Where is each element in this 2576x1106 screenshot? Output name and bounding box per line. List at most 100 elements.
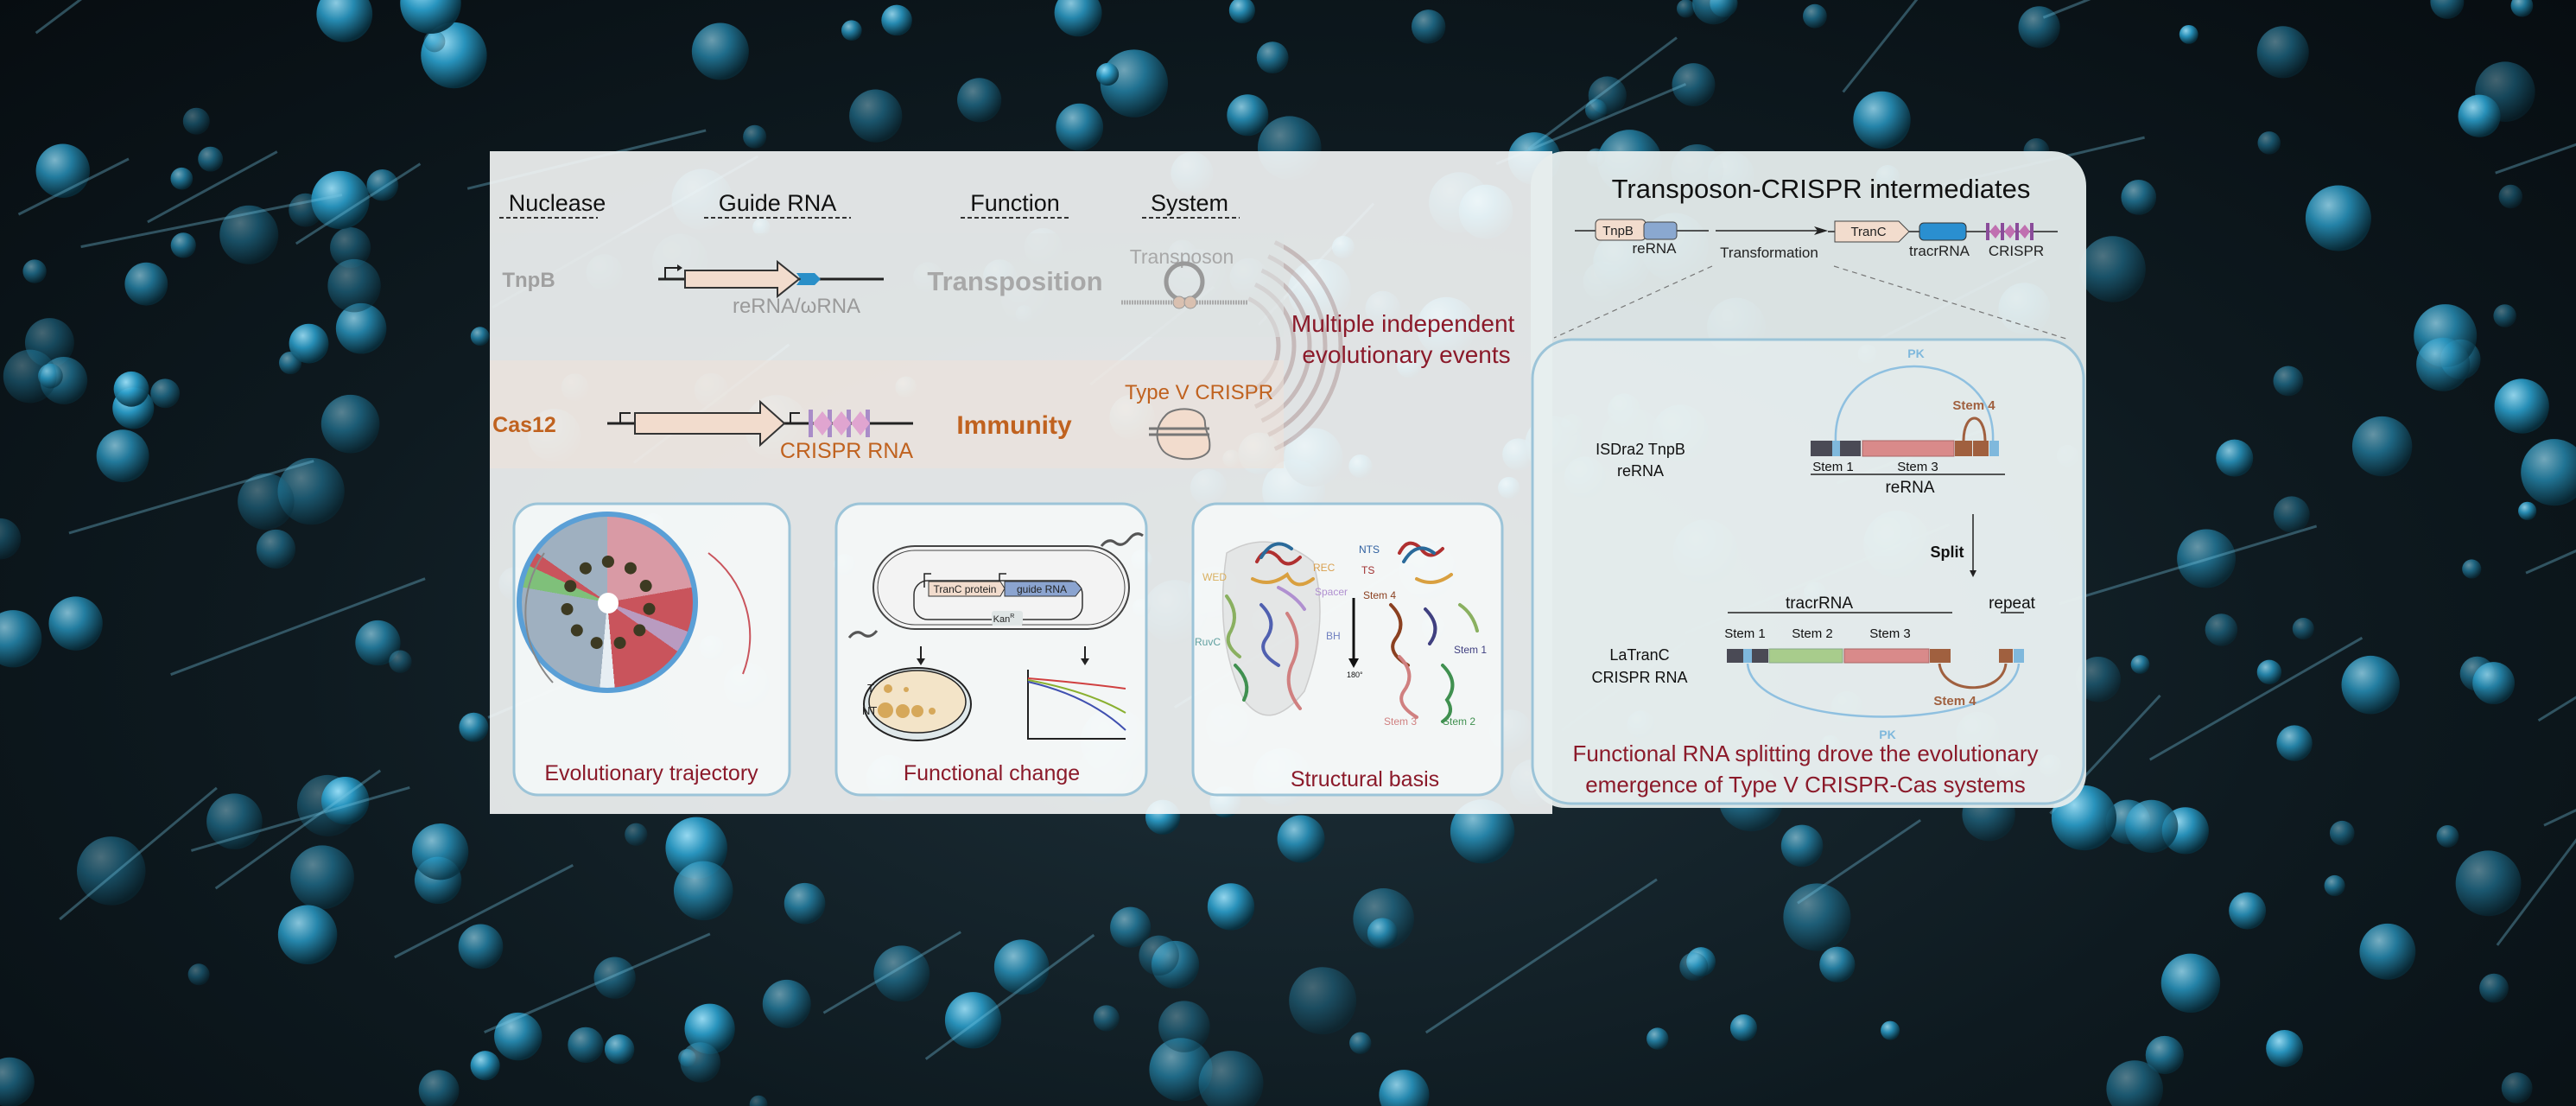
dna-bead [2416,337,2471,391]
dna-bead [1054,0,1102,37]
card-label: Structural basis [1291,767,1439,791]
dna-bead [330,227,371,269]
dna-bead [2179,24,2198,44]
plasmid-marker-label: KanR [993,613,1015,625]
evolution-arc [1267,254,1328,437]
dna-bead [2177,529,2237,588]
dna-bead [411,823,469,880]
row-tnpb-guide-rna: reRNA/ωRNA [733,295,860,318]
card-evolutionary-trajectory: Evolutionary trajectory [512,502,791,797]
transformation-arrow-icon [1716,226,1828,235]
evolution-arc [1273,240,1343,451]
label-bh: BH [1326,630,1341,642]
dna-bead [2455,850,2522,917]
dna-bead [219,205,279,264]
dna-strand [17,157,130,216]
dna-bead [2257,131,2281,155]
dna-bead [2256,659,2282,685]
bottom-repeat-label: repeat [1989,594,2036,613]
label-rec: REC [1313,562,1336,574]
dna-bead [1411,10,1446,44]
dna-bead [957,78,1002,123]
dna-bead [2216,439,2254,477]
label-ts: TS [1361,564,1374,576]
locus-tnpb-label: TnpB [1602,224,1634,238]
dna-bead [944,992,1002,1049]
label-stem2: Stem 2 [1443,715,1475,728]
dna-bead [625,823,648,846]
dna-bead [35,143,90,198]
dna-bead [170,167,194,190]
dna-bead [1676,0,1696,18]
dna-bead [1379,1070,1430,1106]
dna-bead [1093,1005,1120,1032]
dna-bead [289,323,329,364]
tnpb-locus-icon [1575,219,1709,241]
cas12-row-band [490,360,1284,468]
dna-bead [0,610,42,668]
dna-bead [320,776,370,825]
plasmid-guide-label: guide RNA [1017,583,1067,595]
header-guide-rna: Guide RNA [719,190,837,216]
dna-bead [1729,1014,1758,1042]
row-cas12-nuclease: Cas12 [492,413,556,437]
label-stem1: Stem 1 [1454,644,1487,656]
label-nts: NTS [1359,543,1380,556]
dna-bead [2106,1060,2163,1106]
dna-bead [841,20,862,41]
dna-bead [418,1070,460,1106]
dna-bead [684,1003,735,1054]
dna-bead [2501,1072,2533,1104]
split-label: Split [1931,543,1964,561]
dna-strand [147,150,278,224]
row-tnpb-function: Transposition [927,266,1102,296]
dna-bead [0,518,22,560]
dna-strand [1495,82,1687,166]
dna-bead [2521,439,2576,506]
dna-bead [593,957,636,999]
intermediates-title: Transposon-CRISPR intermediates [1612,174,2031,204]
dna-bead [256,529,296,569]
dna-bead [77,836,146,906]
dna-strand [190,785,410,852]
dna-bead [335,302,387,354]
dna-strand [2496,838,2576,946]
dna-bead [2479,973,2509,1003]
plate-nontarget-label: NT [862,704,877,717]
dna-bead [1110,906,1152,948]
dna-bead [1198,1051,1264,1106]
dna-bead [1672,63,1716,106]
events-line-1: Multiple independent [1291,310,1515,337]
rna-comparison-box [1531,338,2085,805]
plate-target-label: T [867,682,874,695]
dna-bead [680,1042,721,1083]
header-system: System [1151,190,1228,216]
dna-bead [2145,1035,2184,1075]
rotation-arrow-icon [1348,598,1359,668]
dna-strand [1842,0,1919,93]
events-line-2: evolutionary events [1302,341,1510,368]
dna-bead [124,262,168,306]
dna-bead [604,1034,635,1065]
top-pk-label: PK [1907,346,1924,360]
dna-bead [1289,967,1357,1035]
dna-bead [2494,378,2549,434]
dna-bead [2430,0,2465,19]
dna-bead [2130,655,2150,674]
dna-bead [1207,883,1255,931]
dna-bead [206,793,263,849]
dna-bead [1646,1027,1669,1050]
crispr-rna-structure-icon [1727,612,2024,718]
dna-bead [0,1057,35,1106]
dna-bead [2160,953,2221,1013]
dna-bead [2256,26,2309,79]
dna-bead [459,712,489,742]
bottom-stem1-label: Stem 1 [1724,626,1766,641]
dna-strand [484,932,711,1033]
dna-bead [170,232,196,258]
dna-bead [187,963,210,986]
row-tnpb-nuclease: TnpB [502,269,555,292]
phylogenetic-tree-icon [517,512,698,693]
